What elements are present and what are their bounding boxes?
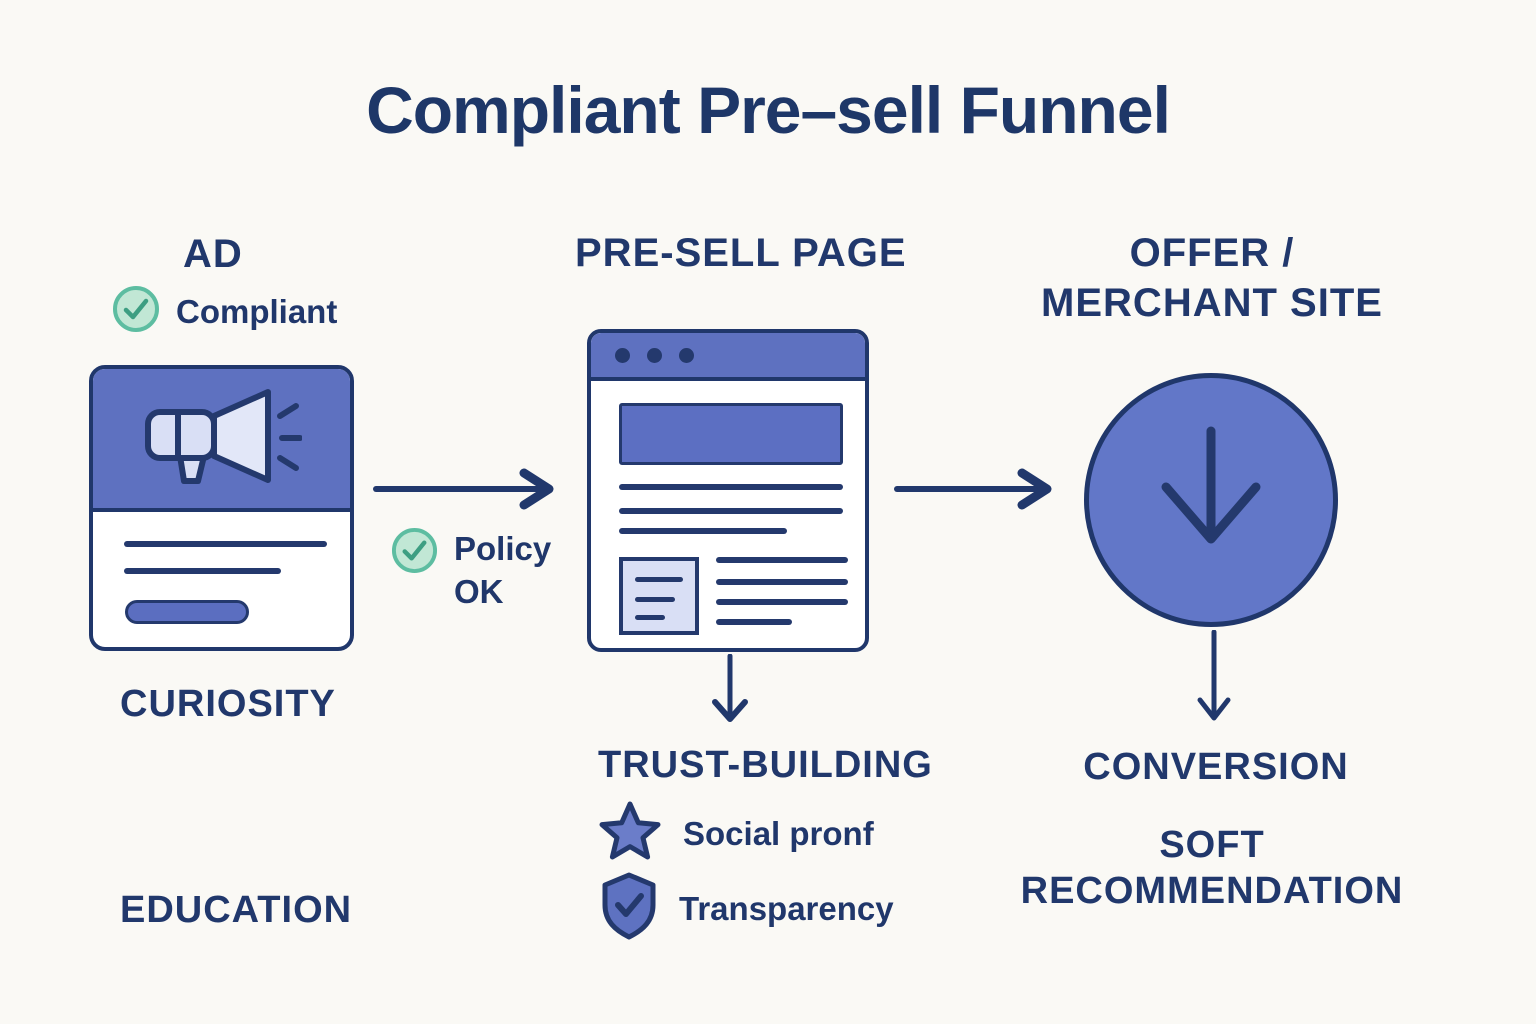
presell-page-illustration [587, 329, 869, 652]
offer-circle-illustration [1084, 373, 1338, 627]
hero-banner-placeholder [619, 403, 843, 465]
ad-card-body [93, 512, 350, 647]
arrow-offer-down [1195, 629, 1233, 733]
arrow-presell-to-offer [893, 468, 1065, 515]
text-line [635, 577, 683, 582]
ad-stage-heading: AD [183, 232, 243, 276]
policy-ok-label: Policy OK [454, 527, 551, 613]
text-line [716, 619, 792, 625]
offer-stage-heading: OFFER / MERCHANT SITE [1012, 228, 1412, 328]
ad-cta-pill [125, 600, 249, 624]
offer-heading-line2: MERCHANT SITE [1041, 281, 1383, 325]
ad-card-illustration [89, 365, 354, 651]
offer-caption-soft-recommendation: SOFT RECOMMENDATION [1012, 822, 1412, 914]
arrow-ad-to-presell [372, 468, 567, 515]
text-line [716, 557, 848, 563]
ad-caption-curiosity: CURIOSITY [120, 683, 336, 725]
text-line [619, 484, 843, 490]
compliant-badge: Compliant [112, 285, 337, 338]
ad-text-line [124, 541, 327, 547]
page-title: Compliant Pre–sell Funnel [366, 73, 1171, 147]
shield-check-icon [601, 872, 657, 945]
presell-stage-heading: PRE-SELL PAGE [575, 231, 907, 275]
arrow-down-icon [1146, 423, 1276, 578]
browser-dot-icon [615, 347, 630, 363]
text-line [716, 599, 848, 605]
text-line [635, 615, 665, 620]
offer-caption-conversion: CONVERSION [1083, 746, 1349, 788]
feature-social-proof: Social pronf [599, 800, 874, 867]
feature-transparency: Transparency [601, 872, 894, 945]
policy-ok-line2: OK [454, 573, 504, 610]
compliant-badge-label: Compliant [176, 292, 338, 330]
ad-caption-education: EDUCATION [120, 889, 353, 931]
feature-label: Transparency [679, 889, 894, 927]
text-line [619, 508, 843, 514]
browser-dot-icon [647, 347, 662, 363]
soft-recommendation-line1: SOFT [1159, 824, 1265, 866]
feature-label: Social pronf [683, 814, 874, 852]
check-circle-icon [112, 285, 160, 338]
megaphone-icon [142, 386, 303, 491]
presell-caption-trust: TRUST-BUILDING [598, 744, 933, 786]
text-line [635, 597, 675, 602]
policy-ok-line1: Policy [454, 530, 552, 567]
image-placeholder [619, 557, 699, 635]
arrow-presell-down [711, 653, 749, 733]
policy-ok-badge: Policy OK [391, 527, 551, 613]
ad-card-header [93, 369, 350, 512]
text-line [619, 528, 787, 534]
browser-dot-icon [679, 347, 694, 363]
soft-recommendation-line2: RECOMMENDATION [1020, 870, 1404, 912]
check-circle-icon [391, 527, 438, 579]
offer-heading-line1: OFFER / [1129, 231, 1295, 275]
browser-titlebar [591, 333, 865, 381]
text-line [716, 579, 848, 585]
star-icon [599, 800, 661, 867]
ad-text-line [124, 568, 281, 574]
